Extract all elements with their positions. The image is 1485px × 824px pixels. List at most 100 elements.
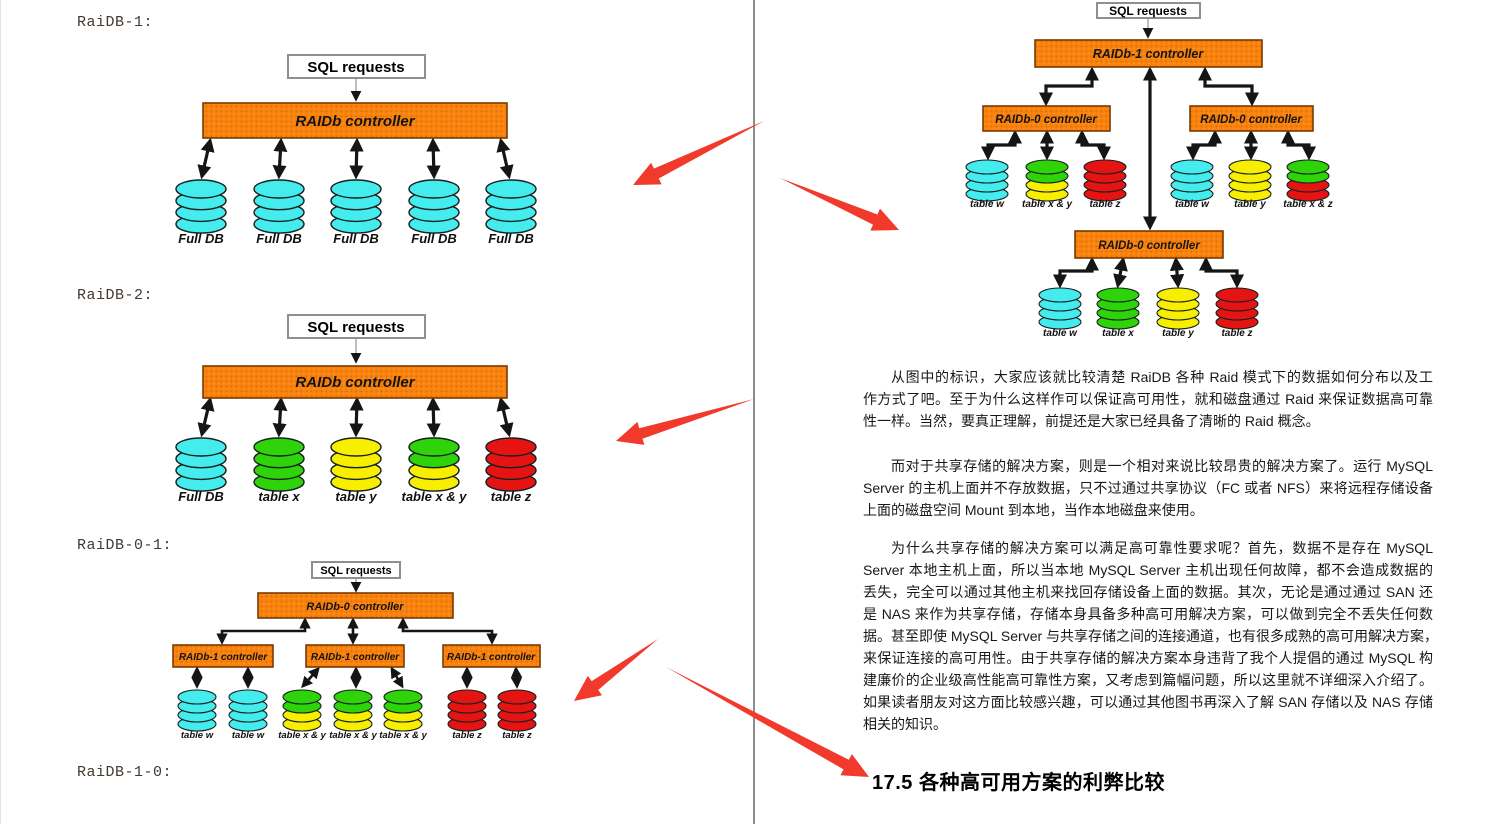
raidb-controller-box bbox=[202, 102, 508, 139]
db-cylinder bbox=[1228, 159, 1272, 202]
db-cylinder-label: Full DB bbox=[411, 231, 457, 246]
sql-requests-box bbox=[287, 54, 426, 79]
db-cylinder bbox=[330, 179, 382, 234]
text-line: 是 NAS 来作为共享存储，存储本身具备多种高可用解决方案，可以做到完全不丢失任… bbox=[863, 606, 1433, 622]
db-cylinder-label: table z bbox=[491, 489, 532, 504]
db-cylinder-label: table z bbox=[502, 730, 532, 741]
db-cylinder bbox=[965, 159, 1009, 202]
db-cylinder bbox=[1096, 287, 1140, 330]
db-cylinder-label: table w bbox=[181, 730, 214, 741]
db-cylinder bbox=[485, 179, 537, 234]
text-line: 性一样。当然，要真正理解，前提还是大家已经具备了清晰的 Raid 概念。 bbox=[863, 413, 1320, 429]
db-link-arrow bbox=[1052, 256, 1100, 289]
db-link-arrow bbox=[1169, 256, 1185, 289]
raidb-1-label: RaiDB-1: bbox=[77, 14, 154, 31]
raidb-0-controller-label: RAIDb-0 controller bbox=[995, 114, 1097, 126]
db-link-arrow bbox=[426, 396, 441, 438]
text-line: 丢失，完全可以通过其他主机来找回存储设备上面的数据。其次，无论是通过通过 SAN… bbox=[863, 584, 1433, 600]
db-link-arrow bbox=[510, 666, 523, 689]
controller-link-arrow bbox=[216, 617, 311, 645]
db-cylinder-label: table z bbox=[1089, 199, 1120, 210]
db-cylinder bbox=[330, 437, 382, 492]
db-cylinder bbox=[228, 689, 268, 732]
db-cylinder-label: table w bbox=[232, 730, 265, 741]
db-cylinder bbox=[175, 179, 227, 234]
db-link-arrow bbox=[1113, 256, 1128, 289]
db-cylinder bbox=[1156, 287, 1200, 330]
raidb-0-controller-box bbox=[1074, 230, 1224, 259]
controller-link-arrow bbox=[1038, 66, 1100, 107]
db-cylinder-label: table w bbox=[970, 199, 1005, 210]
db-cylinder bbox=[1170, 159, 1214, 202]
db-link-arrow bbox=[390, 666, 404, 689]
diagram-raidb-2: SQL requests RAIDb controller Full DB ta… bbox=[175, 314, 537, 504]
db-cylinder-label: Full DB bbox=[178, 231, 224, 246]
sql-requests-label: SQL requests bbox=[307, 59, 404, 76]
db-cylinder bbox=[175, 437, 227, 492]
db-cylinder bbox=[408, 437, 460, 492]
raidb-controller-label: RAIDb controller bbox=[295, 374, 415, 391]
db-cylinder bbox=[408, 179, 460, 234]
diagram-raidb-0-1: SQL requests RAIDb-0 controller RAIDb-1 … bbox=[172, 561, 541, 741]
db-cylinder bbox=[1083, 159, 1127, 202]
db-cylinder bbox=[1215, 287, 1259, 330]
db-cylinder bbox=[1286, 159, 1330, 202]
db-cylinder bbox=[485, 437, 537, 492]
raidb-2-label: RaiDB-2: bbox=[77, 287, 154, 304]
sql-requests-label: SQL requests bbox=[1109, 4, 1187, 18]
text-line: 据。甚至即使 MySQL Server 与共享存储之间的连接通道，也有很多成熟的… bbox=[863, 628, 1433, 644]
db-cylinder-label: table w bbox=[1175, 199, 1210, 210]
diagram-raidb-0-lower: RAIDb-0 controller table w table x table… bbox=[1038, 230, 1259, 339]
db-cylinder-label: table x & y bbox=[1022, 199, 1072, 210]
db-cylinder-label: table x bbox=[1102, 328, 1134, 339]
annotation-arrow-icon bbox=[780, 178, 899, 231]
text-line: Server 本地主机上面，所以当本地 MySQL Server 主机出现任何故… bbox=[863, 562, 1433, 578]
db-cylinder-label: table y bbox=[335, 489, 377, 504]
sql-requests-box bbox=[311, 561, 401, 579]
annotation-arrow-icon bbox=[666, 667, 869, 777]
page-divider bbox=[753, 0, 755, 824]
db-link-arrow bbox=[1280, 129, 1317, 161]
db-link-arrow bbox=[272, 396, 288, 438]
db-link-arrow bbox=[197, 396, 215, 438]
db-cylinder-label: table z bbox=[1221, 328, 1252, 339]
sql-requests-label: SQL requests bbox=[307, 319, 404, 336]
sql-requests-box bbox=[287, 314, 426, 339]
db-cylinder-label: Full DB bbox=[333, 231, 379, 246]
text-line: 相关的知识。 bbox=[863, 716, 947, 732]
db-cylinder bbox=[177, 689, 217, 732]
raidb-1-controller-label: RAIDb-1 controller bbox=[179, 652, 268, 663]
db-link-arrow bbox=[1198, 256, 1245, 289]
raidb-0-controller-box bbox=[1189, 105, 1314, 132]
text-line: 为什么共享存储的解决方案可以满足高可靠性要求呢？首先，数据不是存在 MySQL bbox=[891, 540, 1433, 556]
db-cylinder bbox=[447, 689, 487, 732]
db-link-arrow bbox=[496, 396, 514, 438]
diagram-raidb-1-0: SQL requests RAIDb-1 controller RAIDb-0 … bbox=[965, 2, 1333, 231]
db-link-arrow bbox=[1074, 129, 1112, 161]
db-link-arrow bbox=[980, 129, 1023, 161]
db-cylinder-label: Full DB bbox=[488, 231, 534, 246]
db-cylinder bbox=[383, 689, 423, 732]
db-link-arrow bbox=[349, 137, 364, 180]
db-link-arrow bbox=[426, 137, 441, 180]
db-cylinder bbox=[253, 437, 305, 492]
text-line: Server 的主机上面并不存放数据，只不过通过共享协议（FC 或者 NFS）来… bbox=[863, 480, 1433, 496]
db-cylinder-label: Full DB bbox=[256, 231, 302, 246]
db-cylinder-label: table x & y bbox=[379, 730, 427, 741]
db-cylinder-label: table w bbox=[1043, 328, 1078, 339]
db-cylinder-label: table x & z bbox=[1283, 199, 1332, 210]
db-cylinder-label: Full DB bbox=[178, 489, 224, 504]
db-link-arrow bbox=[1185, 129, 1223, 161]
controller-link-arrow bbox=[397, 617, 498, 645]
raidb-controller-label: RAIDb controller bbox=[295, 113, 415, 130]
raidb-1-0-label: RaiDB-1-0: bbox=[77, 764, 173, 781]
sql-requests-label: SQL requests bbox=[320, 565, 391, 577]
db-cylinder-label: table y bbox=[1162, 328, 1194, 339]
text-line: 从图中的标识，大家应该就比较清楚 RaiDB 各种 Raid 模式下的数据如何分… bbox=[891, 369, 1433, 385]
raidb-0-controller-box bbox=[982, 105, 1111, 132]
db-cylinder bbox=[497, 689, 537, 732]
annotation-arrow-icon bbox=[616, 399, 754, 445]
db-cylinder bbox=[282, 689, 322, 732]
db-cylinder-label: table z bbox=[452, 730, 482, 741]
paragraph-1: 从图中的标识，大家应该就比较清楚 RaiDB 各种 Raid 模式下的数据如何分… bbox=[863, 367, 1433, 433]
